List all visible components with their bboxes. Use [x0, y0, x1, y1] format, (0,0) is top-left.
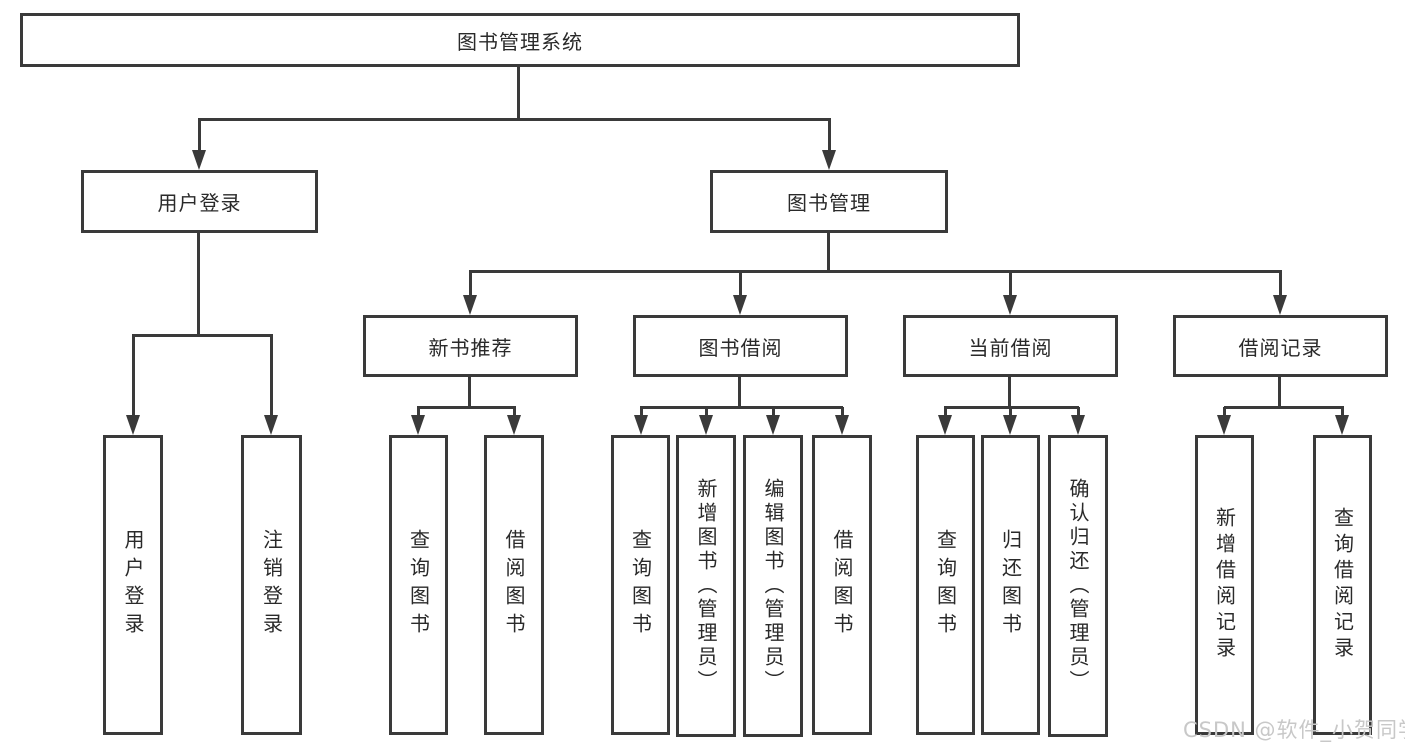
- connector-new-book-rec-stub: [468, 377, 471, 409]
- arrow-to-leaf-add-borrow-record: [1217, 407, 1231, 435]
- node-leaf-confirm-return: 确认归还（管理员）: [1048, 435, 1108, 737]
- node-leaf-borrow-book-1: 借阅图书: [484, 435, 544, 735]
- arrow-to-leaf-logout: [264, 336, 278, 435]
- arrow-to-book-borrowing: [733, 272, 747, 315]
- connector-level1-bus: [198, 118, 831, 121]
- arrow-to-leaf-query-book-3: [938, 407, 952, 435]
- connector-user-login-stub: [197, 233, 200, 337]
- connector-book-mgmt-bus: [469, 270, 1282, 273]
- node-leaf-add-borrow-record: 新增借阅记录: [1195, 435, 1254, 735]
- connector-root-stub: [517, 67, 520, 121]
- arrow-to-leaf-borrow-book-2: [835, 407, 849, 435]
- arrow-to-leaf-add-book: [699, 407, 713, 435]
- connector-current-borrowing-stub: [1008, 377, 1011, 409]
- arrow-to-new-book-rec: [463, 272, 477, 315]
- node-leaf-query-book-3: 查询图书: [916, 435, 975, 735]
- node-book-mgmt-group: 图书管理: [710, 170, 948, 233]
- arrow-to-book-mgmt-group: [822, 120, 836, 170]
- node-borrowing-records: 借阅记录: [1173, 315, 1388, 377]
- arrow-to-borrowing-records: [1273, 272, 1287, 315]
- arrow-to-leaf-borrow-book-1: [507, 407, 521, 435]
- arrow-to-current-borrowing: [1003, 272, 1017, 315]
- connector-book-borrowing-bus: [640, 406, 843, 409]
- arrow-to-leaf-edit-book: [766, 407, 780, 435]
- node-leaf-query-borrow-record: 查询借阅记录: [1313, 435, 1372, 735]
- arrow-to-user-login-group: [192, 120, 206, 170]
- connector-book-mgmt-stub: [827, 233, 830, 273]
- node-current-borrowing: 当前借阅: [903, 315, 1118, 377]
- node-leaf-logout: 注销登录: [241, 435, 302, 735]
- node-new-book-rec: 新书推荐: [363, 315, 578, 377]
- arrow-to-leaf-user-login: [126, 336, 140, 435]
- connector-current-borrowing-bus: [944, 406, 1079, 409]
- node-leaf-return-book: 归还图书: [981, 435, 1040, 735]
- node-user-login-group: 用户登录: [81, 170, 318, 233]
- node-leaf-user-login: 用户登录: [103, 435, 163, 735]
- connector-borrowing-records-bus: [1224, 406, 1344, 409]
- node-book-borrowing: 图书借阅: [633, 315, 848, 377]
- connector-new-book-rec-bus: [417, 406, 516, 409]
- node-root: 图书管理系统: [20, 13, 1020, 67]
- node-leaf-query-book-1: 查询图书: [389, 435, 448, 735]
- arrow-to-leaf-confirm-return: [1071, 407, 1085, 435]
- csdn-watermark: CSDN @软件_小贺同学: [1183, 718, 1405, 742]
- arrow-to-leaf-query-borrow-record: [1335, 407, 1349, 435]
- connector-user-login-bus: [132, 334, 273, 337]
- arrow-to-leaf-query-book-2: [634, 407, 648, 435]
- connector-borrowing-records-stub: [1278, 377, 1281, 409]
- arrow-to-leaf-return-book: [1003, 407, 1017, 435]
- connector-book-borrowing-stub: [738, 377, 741, 409]
- node-leaf-edit-book: 编辑图书（管理员）: [743, 435, 803, 737]
- node-leaf-borrow-book-2: 借阅图书: [812, 435, 872, 735]
- node-leaf-query-book-2: 查询图书: [611, 435, 670, 735]
- arrow-to-leaf-query-book-1: [411, 407, 425, 435]
- node-leaf-add-book: 新增图书（管理员）: [676, 435, 736, 737]
